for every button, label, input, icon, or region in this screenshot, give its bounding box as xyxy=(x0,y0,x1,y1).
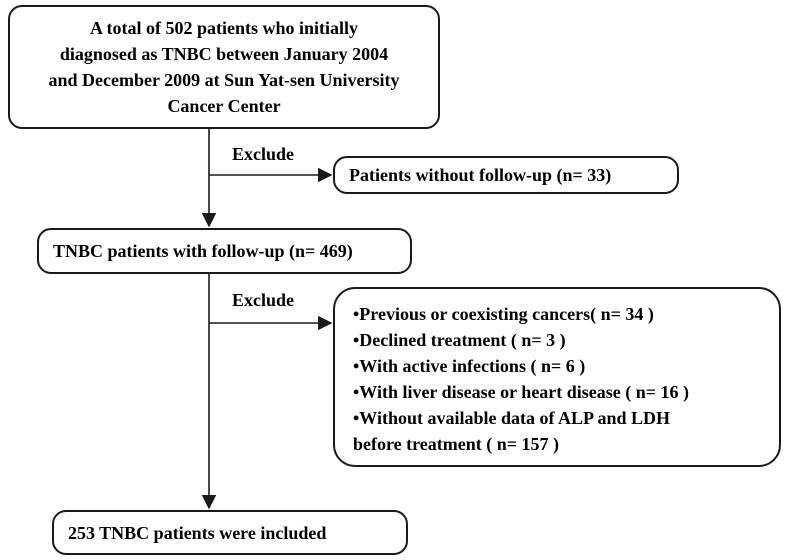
no-followup-text: Patients without follow-up (n= 33) xyxy=(349,165,612,185)
total-patients-box: A total of 502 patients who initially di… xyxy=(8,5,440,129)
included-patients-box: 253 TNBC patients were included xyxy=(52,510,408,555)
total-patients-line-4: Cancer Center xyxy=(167,96,281,116)
exclusion-reason-item-continued: before treatment ( n= 157 ) xyxy=(353,434,560,454)
exclusion-reason-item: •Previous or coexisting cancers( n= 34 ) xyxy=(353,304,654,324)
included-patients-text: 253 TNBC patients were included xyxy=(68,522,327,543)
exclusion-reason-item: •With active infections ( n= 6 ) xyxy=(353,356,586,376)
exclusion-reasons-list: •Previous or coexisting cancers( n= 34 )… xyxy=(353,301,769,457)
exclusion-reason-item: •With liver disease or heart disease ( n… xyxy=(353,382,690,402)
exclude-label-second: Exclude xyxy=(232,290,295,310)
total-patients-line-3: and December 2009 at Sun Yat-sen Univers… xyxy=(48,70,400,90)
total-patients-line-1: A total of 502 patients who initially xyxy=(89,18,358,38)
no-followup-box: Patients without follow-up (n= 33) xyxy=(333,156,679,194)
exclude-label-first: Exclude xyxy=(232,144,295,164)
with-followup-text: TNBC patients with follow-up (n= 469) xyxy=(53,241,353,261)
exclusion-reason-item: •Without available data of ALP and LDH xyxy=(353,408,671,428)
exclusion-reason-item: •Declined treatment ( n= 3 ) xyxy=(353,330,566,350)
total-patients-line-2: diagnosed as TNBC between January 2004 xyxy=(59,44,389,64)
with-followup-box: TNBC patients with follow-up (n= 469) xyxy=(37,228,412,274)
exclusion-reasons-box: •Previous or coexisting cancers( n= 34 )… xyxy=(333,287,781,467)
